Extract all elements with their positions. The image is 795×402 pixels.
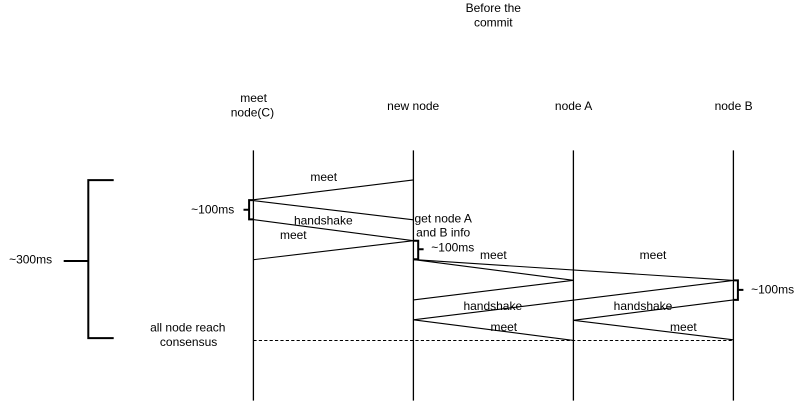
svg-text:meet: meet bbox=[310, 170, 337, 184]
svg-text:node A: node A bbox=[555, 99, 592, 113]
svg-text:~300ms: ~300ms bbox=[9, 252, 52, 266]
svg-text:and B info: and B info bbox=[416, 226, 470, 240]
svg-text:meet: meet bbox=[280, 228, 307, 242]
svg-text:meet: meet bbox=[640, 248, 667, 262]
svg-text:handshake: handshake bbox=[463, 299, 522, 313]
svg-text:handshake: handshake bbox=[614, 299, 673, 313]
svg-text:node(C): node(C) bbox=[231, 105, 274, 119]
svg-text:handshake: handshake bbox=[294, 214, 353, 228]
svg-text:~100ms: ~100ms bbox=[191, 203, 234, 217]
svg-text:meet: meet bbox=[670, 320, 697, 334]
svg-text:node B: node B bbox=[715, 99, 753, 113]
svg-text:meet: meet bbox=[480, 248, 507, 262]
svg-text:~100ms: ~100ms bbox=[751, 283, 794, 297]
svg-text:meet: meet bbox=[490, 320, 517, 334]
svg-text:new node: new node bbox=[387, 99, 439, 113]
svg-text:meet: meet bbox=[240, 91, 267, 105]
svg-text:commit: commit bbox=[474, 15, 513, 29]
svg-text:all node reach: all node reach bbox=[150, 321, 225, 335]
svg-text:Before the: Before the bbox=[466, 1, 522, 15]
svg-text:consensus: consensus bbox=[160, 335, 217, 349]
svg-text:get node A: get node A bbox=[415, 212, 472, 226]
svg-text:~100ms: ~100ms bbox=[431, 241, 474, 255]
